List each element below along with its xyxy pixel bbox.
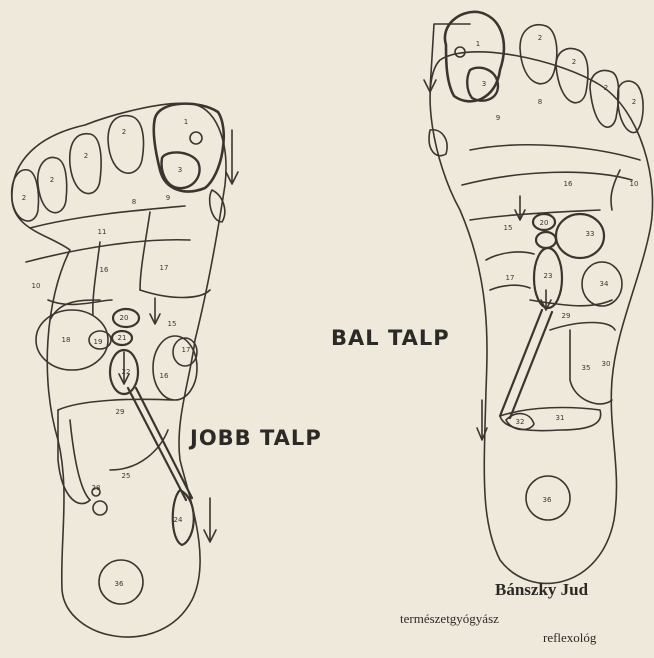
zone-number: 17	[506, 274, 515, 282]
zone-number: 10	[630, 180, 639, 188]
zone-number: 11	[98, 228, 107, 236]
author-title: természetgyógyász	[400, 611, 499, 627]
zone-number: 29	[562, 312, 571, 320]
zone-number: 2	[84, 152, 88, 160]
zone-number: 1	[476, 40, 480, 48]
zone-number: 2	[538, 34, 542, 42]
author-title-2: reflexológ	[543, 630, 596, 646]
left-foot-caption: BAL TALP	[331, 326, 450, 350]
zone-number: 2	[632, 98, 636, 106]
zone-number: 16	[160, 372, 169, 380]
zone-number: 20	[540, 219, 549, 227]
zone-number: 24	[174, 516, 183, 524]
zone-number: 34	[600, 280, 609, 288]
zone-number: 2	[572, 58, 576, 66]
zone-number: 31	[556, 414, 565, 422]
left-foot-outline	[430, 52, 652, 584]
zone-number: 10	[32, 282, 41, 290]
right-foot-caption: JOBB TALP	[190, 426, 322, 450]
zone-number: 33	[586, 230, 595, 238]
zone-number: 22	[122, 368, 131, 376]
zone-number: 8	[132, 198, 136, 206]
zone-number: 2	[50, 176, 54, 184]
zone-number: 9	[166, 194, 170, 202]
zone-number: 20	[120, 314, 129, 322]
zone-number: 35	[582, 364, 591, 372]
zone-number: 30	[602, 360, 611, 368]
zone-number: 3	[482, 80, 486, 88]
zone-number: 36	[115, 580, 124, 588]
left-foot-toes	[424, 12, 643, 156]
zone-number: 25	[122, 472, 131, 480]
zone-number: 16	[564, 180, 573, 188]
zone-number: 36	[543, 496, 552, 504]
zone-number: 19	[94, 338, 103, 346]
zone-number: 17	[160, 264, 169, 272]
left-foot-zones	[462, 145, 640, 520]
zone-number: 18	[62, 336, 71, 344]
zone-number: 2	[122, 128, 126, 136]
zone-number: 2	[604, 84, 608, 92]
zone-number: 23	[544, 272, 553, 280]
zone-number: 15	[504, 224, 513, 232]
zone-number: 9	[496, 114, 500, 122]
zone-number: 3	[178, 166, 182, 174]
author-name: Bánszky Jud	[495, 580, 588, 600]
zone-number: 28	[92, 484, 101, 492]
zone-number: 8	[538, 98, 542, 106]
zone-number: 15	[168, 320, 177, 328]
zone-number: 16	[100, 266, 109, 274]
zone-number: 2	[22, 194, 26, 202]
right-foot-toes	[12, 104, 225, 222]
zone-number: 29	[116, 408, 125, 416]
zone-number: 32	[516, 418, 525, 426]
zone-number: 21	[118, 334, 127, 342]
zone-number: 17	[182, 346, 191, 354]
zone-number: 1	[184, 118, 188, 126]
